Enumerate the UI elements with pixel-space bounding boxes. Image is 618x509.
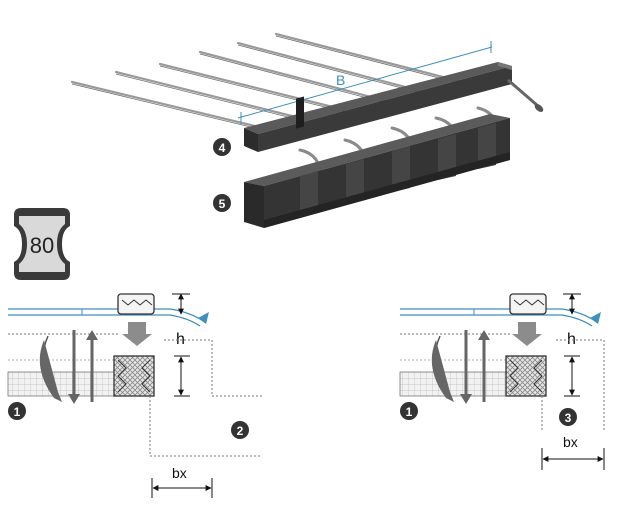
- dimension-b-label: B: [336, 72, 345, 88]
- clamp-bar: [244, 62, 512, 152]
- marker-5: 5: [213, 194, 231, 212]
- bx-label-right: bx: [563, 434, 578, 450]
- height-label-right: h: [567, 331, 576, 348]
- detail-right: h bx: [399, 293, 605, 470]
- size-badge-value: 80: [30, 233, 54, 258]
- svg-text:2: 2: [237, 424, 244, 438]
- bx-label-left: bx: [172, 465, 187, 481]
- marker-3: 3: [559, 408, 577, 426]
- svg-text:1: 1: [14, 405, 21, 419]
- marker-2: 2: [231, 421, 249, 439]
- svg-text:4: 4: [219, 141, 226, 155]
- marker-1-left: 1: [8, 402, 26, 420]
- dimension-b-line: B: [237, 41, 493, 124]
- screw: [507, 78, 544, 112]
- assembly-illustration: B: [70, 32, 544, 228]
- holder-base: [244, 96, 510, 228]
- detail-left: h bx: [7, 293, 262, 498]
- wire-spokes: [70, 32, 472, 128]
- marker-1-right: 1: [400, 402, 418, 420]
- svg-text:3: 3: [565, 411, 572, 425]
- svg-text:1: 1: [406, 405, 413, 419]
- svg-text:5: 5: [219, 197, 226, 211]
- size-badge: 80: [14, 208, 70, 280]
- marker-4: 4: [213, 138, 231, 156]
